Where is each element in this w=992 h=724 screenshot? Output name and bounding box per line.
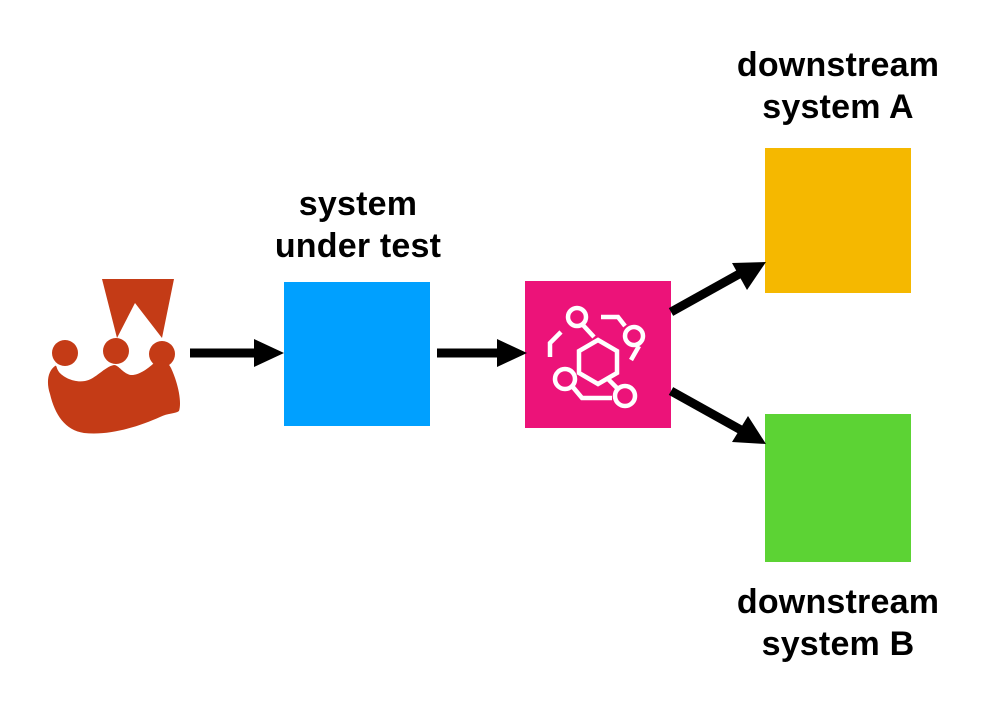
- downstream-system-a-label: downstream system A: [678, 44, 992, 128]
- eventbridge-link-bottom: [570, 384, 612, 401]
- arrow-eventbus-to-downstream-b: [668, 387, 766, 444]
- downstream-system-b-box: [765, 414, 911, 562]
- label-line-2: system B: [761, 625, 915, 663]
- eventbridge-link-topright: [601, 314, 627, 328]
- label-line-1: downstream: [736, 583, 940, 621]
- label-line-2: system A: [762, 88, 914, 126]
- label-line-2: under test: [274, 227, 442, 265]
- arrow-eventbus-to-downstream-a: [668, 262, 766, 316]
- jest-swoosh: [47, 360, 181, 434]
- event-bus-box: [525, 281, 671, 428]
- label-line-1: system: [298, 185, 418, 223]
- jest-ball-right: [149, 341, 175, 367]
- arrow-sut-to-eventbus: [437, 339, 527, 367]
- eventbridge-hexagon: [576, 337, 620, 387]
- eventbridge-node-top: [565, 305, 589, 329]
- eventbridge-link-left: [547, 330, 563, 357]
- jest-ball-left: [52, 340, 78, 366]
- eventbridge-link-bottomright: [606, 377, 620, 391]
- eventbridge-node-bottom: [612, 383, 638, 409]
- label-line-1: downstream: [736, 46, 940, 84]
- downstream-system-b-label: downstream system B: [678, 581, 992, 665]
- eventbridge-node-right: [622, 324, 646, 348]
- arrow-source-to-sut: [190, 339, 284, 367]
- system-under-test-label: system under test: [198, 183, 518, 267]
- downstream-system-a-box: [765, 148, 911, 293]
- eventbridge-icon: [547, 305, 646, 409]
- eventbridge-link-right: [629, 344, 641, 362]
- eventbridge-node-left: [552, 366, 578, 392]
- eventbridge-link-top: [580, 322, 596, 339]
- jest-crown: [102, 279, 174, 338]
- jest-logo-icon: [47, 279, 181, 434]
- jest-ball-middle: [103, 338, 129, 364]
- system-under-test-box: [284, 282, 430, 426]
